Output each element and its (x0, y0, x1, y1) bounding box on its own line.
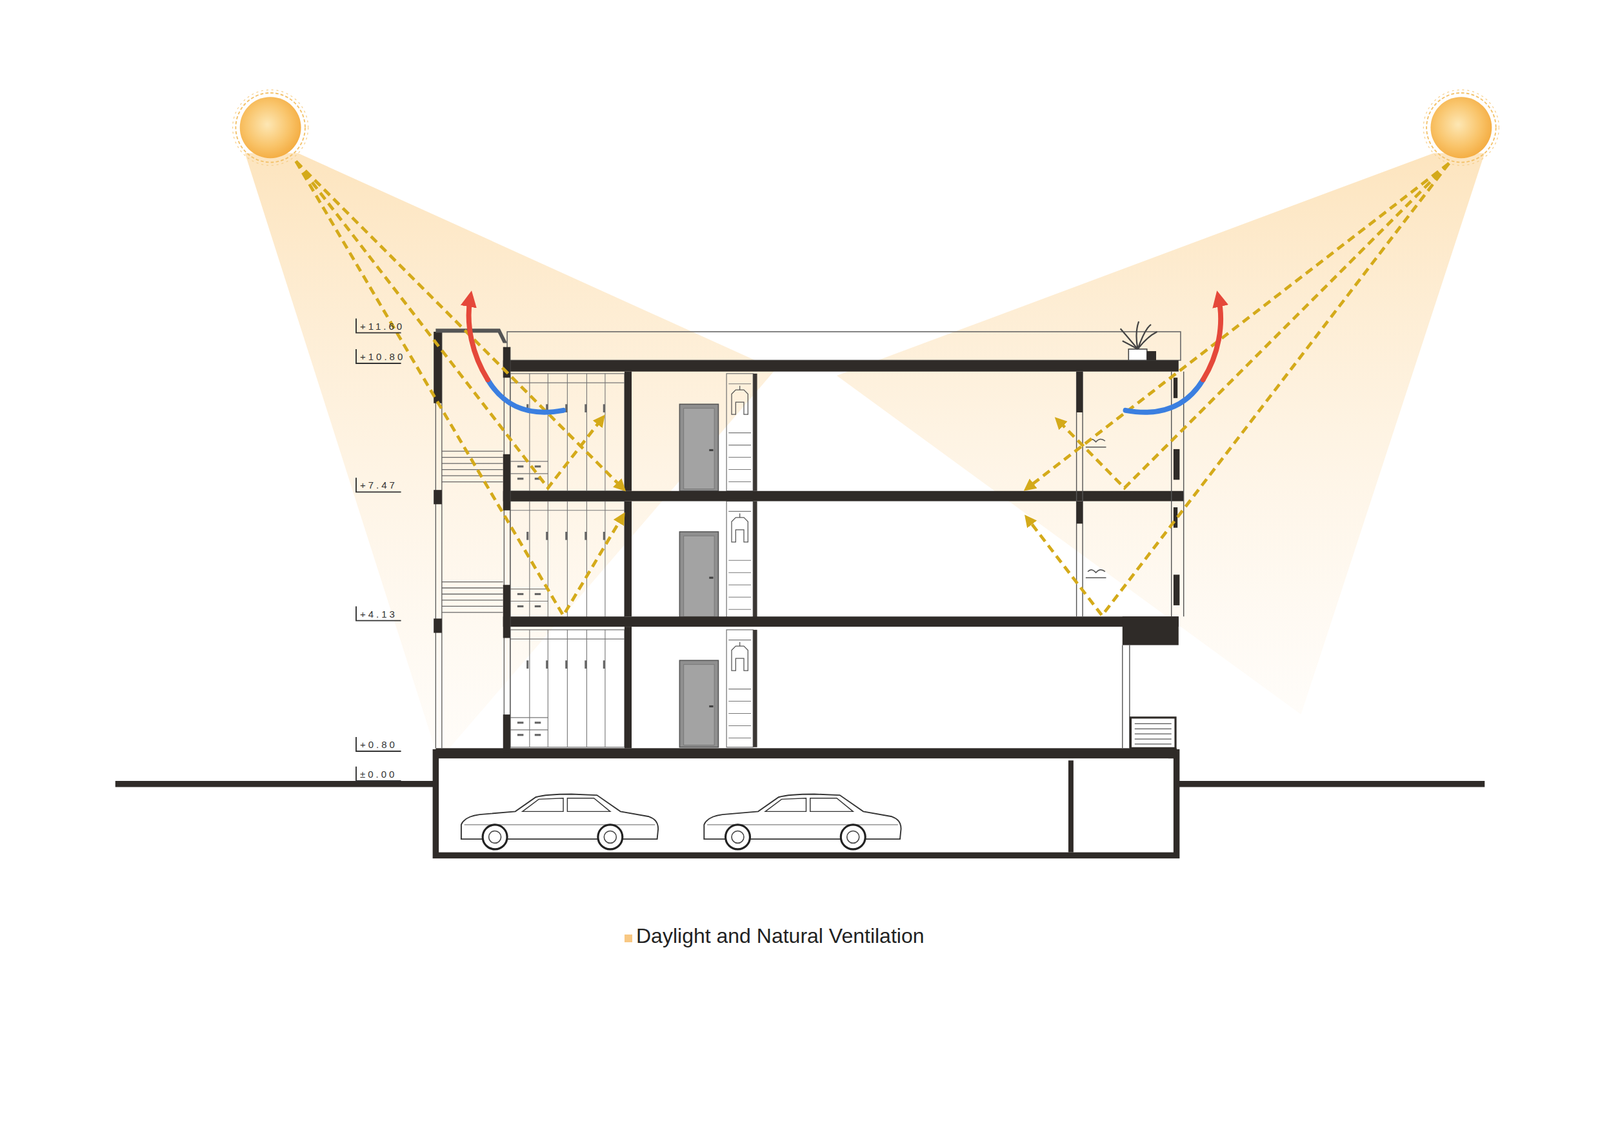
ground-line (115, 783, 1486, 785)
legend-entry: Daylight and Natural Ventilation (624, 923, 925, 948)
daylight-ray (296, 161, 602, 488)
building-structure (509, 347, 511, 749)
planter (1085, 569, 1107, 578)
building-structure (503, 616, 1179, 627)
building-structure (1122, 616, 1179, 645)
building-structure (433, 618, 442, 633)
building-structure (624, 501, 632, 617)
building-structure (433, 328, 1184, 759)
building-structure (1173, 574, 1180, 605)
interior-fittings (510, 501, 758, 619)
building-structure (624, 626, 632, 748)
ventilation-arrow (469, 296, 488, 380)
building-structure (433, 489, 442, 504)
sun-symbol (235, 92, 306, 163)
building-structure (503, 360, 1179, 371)
building-structure (1173, 449, 1180, 480)
building-structure (1173, 377, 1178, 399)
building-structure (1168, 747, 1177, 759)
sun-symbol (232, 89, 1500, 166)
building-structure (503, 454, 511, 511)
light-cone (245, 152, 1486, 760)
building-structure (503, 490, 1184, 502)
interior-fittings (510, 373, 758, 748)
planter (1085, 321, 1158, 578)
sun-symbol (1423, 89, 1499, 166)
daylight-ray (296, 161, 623, 616)
building-structure (441, 450, 504, 613)
interior-fittings (510, 373, 758, 491)
planter (1120, 321, 1158, 350)
sun-symbol (1426, 92, 1497, 163)
light-cone (836, 152, 1485, 715)
building-structure (503, 347, 505, 749)
building-structure (1183, 371, 1184, 617)
level-label: +4.13 (360, 609, 398, 619)
basement (1068, 760, 1074, 852)
level-label: ±0.00 (360, 769, 397, 779)
building-structure (1121, 645, 1123, 749)
ventilation-arrow (1203, 296, 1221, 380)
level-label: +11.60 (360, 321, 405, 331)
building-structure (1130, 717, 1176, 748)
level-label: +7.47 (360, 480, 398, 490)
ground-line (115, 780, 1486, 787)
building-structure (503, 584, 511, 638)
building-structure (1173, 507, 1178, 528)
planter (1128, 349, 1147, 360)
sun-symbol (232, 89, 309, 166)
building-structure (624, 371, 632, 491)
level-marker (356, 766, 402, 781)
level-marker (356, 477, 402, 492)
level-marker (356, 605, 402, 620)
daylight-ray (296, 161, 1450, 616)
building-structure (1076, 501, 1083, 524)
level-label: +0.80 (360, 739, 398, 750)
level-marker (356, 318, 402, 780)
building-structure (503, 714, 511, 753)
sun-symbol (1430, 96, 1492, 159)
light-cone (245, 152, 776, 760)
car-drawing (461, 793, 659, 849)
ventilation-arrow (469, 296, 1221, 413)
building-structure (1134, 723, 1172, 744)
basement (435, 752, 1177, 856)
ventilation-arrow (1125, 379, 1204, 412)
building-structure (507, 331, 1181, 360)
car-drawing (703, 793, 901, 849)
interior-fittings (510, 629, 758, 748)
building-structure (1076, 371, 1083, 413)
ventilation-arrow (487, 379, 564, 412)
planter (1147, 350, 1157, 360)
daylight-ray (1058, 163, 1450, 488)
basement (435, 752, 1177, 856)
daylight-ray (1027, 163, 1450, 616)
level-label: +10.80 (360, 351, 406, 362)
sun-symbol (240, 96, 302, 159)
level-marker (356, 736, 402, 751)
building-structure (435, 747, 1177, 759)
legend-swatch (624, 934, 633, 942)
legend-text: Daylight and Natural Ventilation (636, 923, 925, 948)
